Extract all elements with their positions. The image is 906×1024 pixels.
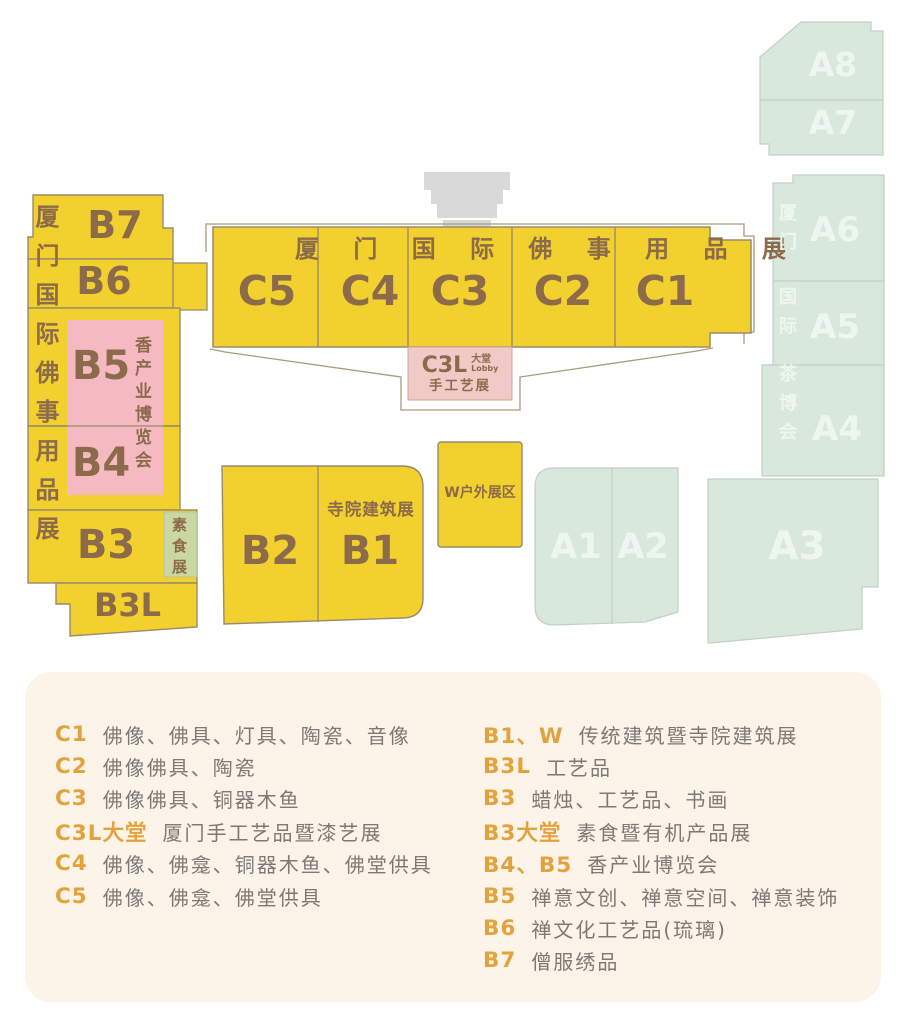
tea-expo-vertical-seg3: 茶博会	[776, 364, 797, 451]
lobby-hall-label: 大堂	[471, 354, 492, 365]
legend-desc: 佛像佛具、陶瓷	[102, 756, 257, 781]
c-hall-row-shape	[212, 226, 752, 348]
legend-desc: 厦门手工艺品暨漆艺展	[162, 820, 383, 845]
legend-key: B3大堂	[483, 820, 562, 846]
lobby-c3l-code: C3L	[421, 353, 468, 378]
veg-expo-strip-shape	[163, 511, 198, 578]
legend-key: B6	[483, 916, 517, 942]
legend-desc: 传统建筑暨寺院建筑展	[578, 723, 799, 748]
legend-column-c: C1 佛像、佛具、灯具、陶瓷、音像 C2 佛像佛具、陶瓷 C3 佛像佛具、铜器木…	[55, 718, 433, 912]
temple-expo-label: 寺院建筑展	[327, 500, 415, 519]
hall-b6-label: B6	[76, 259, 132, 303]
legend-row: C1 佛像、佛具、灯具、陶瓷、音像	[55, 718, 433, 750]
legend-row: B1、W 传统建筑暨寺院建筑展	[483, 718, 839, 750]
legend-desc: 僧服绣品	[531, 950, 620, 975]
c-complex-lower-wall	[209, 347, 714, 411]
legend-row: C4 佛像、佛龛、铜器木鱼、佛堂供具	[55, 848, 433, 880]
legend-desc: 蜡烛、工艺品、书画	[531, 788, 730, 813]
hall-a3-shape	[707, 478, 879, 644]
legend-row: C5 佛像、佛龛、佛堂供具	[55, 880, 433, 912]
hall-c4-label: C4	[340, 267, 400, 315]
tea-expo-vertical-seg1: 厦门	[776, 203, 797, 261]
legend-row: C3L大堂 厦门手工艺品暨漆艺展	[55, 815, 433, 847]
legend-panel: C1 佛像、佛具、灯具、陶瓷、音像 C2 佛像佛具、陶瓷 C3 佛像佛具、铜器木…	[25, 672, 881, 1002]
incense-expo-vertical-label: 香产业博览会	[131, 336, 151, 474]
legend-column-b: B1、W 传统建筑暨寺院建筑展 B3L 工艺品 B3 蜡烛、工艺品、书画 B3大…	[483, 718, 839, 977]
c-hall-dividers	[317, 227, 616, 347]
hall-c5-label: C5	[237, 267, 297, 315]
hall-b7-label: B7	[87, 203, 143, 247]
legend-desc: 香产业博览会	[587, 853, 720, 878]
legend-desc: 素食暨有机产品展	[576, 820, 753, 845]
lobby-c3l-sub: 大堂 Lobby	[471, 355, 498, 373]
legend-key: C4	[55, 851, 88, 877]
hall-a7-label: A7	[808, 103, 858, 142]
legend-key: B1、W	[483, 723, 564, 749]
legend-key: B3L	[483, 754, 532, 780]
legend-key: B3	[483, 786, 517, 812]
hall-c3-label: C3	[430, 267, 490, 315]
legend-row: C3 佛像佛具、铜器木鱼	[55, 783, 433, 815]
hall-a1-a2-shape	[534, 467, 679, 626]
hall-b2-label: B2	[240, 528, 300, 574]
legend-desc: 禅意文创、禅意空间、禅意装饰	[531, 885, 840, 910]
hall-b3-label: B3	[76, 522, 136, 568]
lobby-craft-label: 手工艺展	[429, 378, 491, 394]
hall-b1-label: B1	[340, 528, 400, 574]
b6-c5-connector-shape	[169, 262, 208, 311]
hall-c1-label: C1	[635, 267, 695, 315]
legend-row: C2 佛像佛具、陶瓷	[55, 750, 433, 782]
legend-key: C3L大堂	[55, 820, 148, 846]
hall-b2-b1-shape	[221, 465, 424, 625]
incense-expo-pink-shape	[67, 320, 163, 495]
legend-key: B7	[483, 948, 517, 974]
legend-desc: 佛像佛具、铜器木鱼	[102, 788, 301, 813]
hall-b3l-label: B3L	[93, 586, 162, 624]
legend-row: B7 僧服绣品	[483, 945, 839, 977]
legend-key: C5	[55, 883, 88, 909]
legend-desc: 禅文化工艺品(琉璃)	[531, 918, 727, 943]
legend-desc: 佛像、佛具、灯具、陶瓷、音像	[102, 723, 411, 748]
legend-row: B5 禅意文创、禅意空间、禅意装饰	[483, 880, 839, 912]
hall-b5-label: B5	[71, 343, 131, 389]
hall-b4-label: B4	[71, 440, 131, 486]
hall-a8-a7-shape	[759, 21, 884, 156]
hall-a3-label: A3	[768, 524, 826, 569]
hall-a8-label: A8	[808, 45, 858, 84]
hall-a2-label: A2	[617, 527, 669, 567]
hall-a5-label: A5	[810, 307, 860, 347]
legend-row: B6 禅文化工艺品(琉璃)	[483, 912, 839, 944]
w-outdoor-shape	[437, 441, 523, 548]
lobby-en-label: Lobby	[471, 364, 499, 373]
hall-b6-shape	[27, 258, 174, 309]
entrance-steps-shape	[424, 172, 510, 228]
legend-key: C3	[55, 786, 88, 812]
lobby-c3l-shape	[407, 346, 513, 401]
hall-a4-label: A4	[812, 409, 862, 449]
legend-row: B4、B5 香产业博览会	[483, 848, 839, 880]
legend-desc: 工艺品	[546, 756, 613, 781]
hall-a6-label: A6	[810, 210, 860, 250]
hall-a1-label: A1	[550, 527, 602, 567]
hall-c2-label: C2	[533, 267, 593, 315]
legend-key: C2	[55, 754, 88, 780]
floorplan-svg	[27, 21, 885, 644]
legend-key: B4、B5	[483, 853, 573, 879]
legend-row: B3L 工艺品	[483, 750, 839, 782]
legend-row: B3 蜡烛、工艺品、书画	[483, 783, 839, 815]
legend-row: B3大堂 素食暨有机产品展	[483, 815, 839, 847]
legend-key: B5	[483, 883, 517, 909]
hall-b3l-shape	[55, 582, 198, 637]
legend-desc: 佛像、佛龛、铜器木鱼、佛堂供具	[102, 853, 433, 878]
lobby-c3l-label-row: C3L 大堂 Lobby	[412, 355, 508, 377]
legend-key: C1	[55, 721, 88, 747]
legend-desc: 佛像、佛龛、佛堂供具	[102, 885, 323, 910]
left-complex-vertical-title: 厦门国际佛事用品展	[31, 204, 59, 555]
c-complex-title: 厦 门 国 际 佛 事 用 品 展	[295, 235, 799, 263]
veg-expo-vertical-label: 素食展	[170, 517, 188, 580]
w-outdoor-label: W户外展区	[444, 485, 516, 501]
tea-expo-vertical-seg2: 国际	[776, 287, 797, 345]
